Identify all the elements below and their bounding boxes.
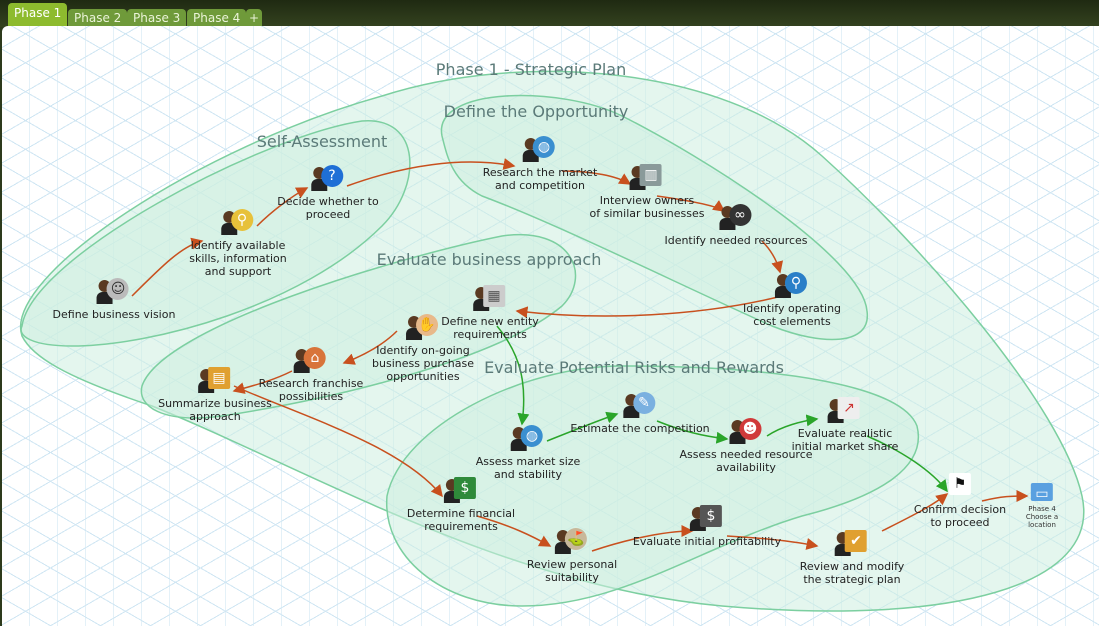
node-label: opportunities — [386, 370, 460, 383]
node-label: Assess market size — [475, 455, 581, 468]
node-label: and support — [204, 265, 272, 278]
binoculars-icon: ∞ — [718, 202, 751, 232]
checkered-flag-icon: ⚑ — [945, 471, 975, 501]
node-label: Determine financial — [406, 507, 516, 520]
document-icon: ✎ — [622, 390, 655, 420]
node-label: proceed — [305, 208, 351, 221]
phase-tab-bar: Phase 1 Phase 2 Phase 3 Phase 4 + — [0, 0, 1099, 27]
folder-icon: ▤ — [198, 365, 230, 395]
node-label: and competition — [495, 179, 585, 192]
region-approach — [140, 233, 577, 419]
money-icon: $ — [443, 475, 476, 505]
node-label: Evaluate initial profitability — [632, 535, 782, 548]
node-label: Phase 4 — [1028, 505, 1056, 513]
tab-phase-4[interactable]: Phase 4 — [187, 9, 247, 27]
node-label: Interview owners — [599, 194, 695, 207]
node-label: suitability — [545, 571, 599, 584]
add-tab-button[interactable]: + — [246, 9, 263, 27]
node-label: possibilities — [278, 390, 344, 403]
node-label: business purchase — [372, 357, 474, 370]
node-label: Confirm decision — [913, 503, 1007, 516]
region-title-risks: Evaluate Potential Risks and Rewards — [484, 358, 784, 377]
node-label: availability — [716, 461, 776, 474]
cash-icon: $ — [690, 503, 722, 533]
node-label: to proceed — [930, 516, 990, 529]
node-label: Evaluate realistic — [797, 427, 893, 440]
people-icon: ☻ — [729, 416, 761, 446]
node-label: Research the market — [482, 166, 598, 179]
node-label: of similar businesses — [589, 207, 705, 220]
globe-icon: ◍ — [522, 134, 555, 164]
node-label: Research franchise — [258, 377, 364, 390]
node-label: Identify needed resources — [664, 234, 808, 247]
node-label: Assess needed resource — [679, 448, 813, 461]
region-title-approach: Evaluate business approach — [376, 250, 602, 269]
node-label: Define new entity — [441, 315, 539, 328]
node-label: and stability — [494, 468, 562, 481]
node-label: the strategic plan — [803, 573, 901, 586]
node-label: Identify available — [190, 239, 286, 252]
region-title-self-assessment: Self-Assessment — [256, 132, 388, 151]
tab-phase-3[interactable]: Phase 3 — [127, 9, 187, 27]
node-initial-profitability[interactable]: $ Evaluate initial profitability — [633, 503, 781, 548]
tab-phase-2[interactable]: Phase 2 — [68, 9, 128, 27]
diagram-canvas: Phase 1 - Strategic Plan Self-Assessment… — [2, 26, 1099, 626]
businessman-icon: ☺ — [97, 276, 129, 306]
node-label: location — [1028, 521, 1056, 529]
handshake-icon: ✋ — [406, 312, 438, 342]
node-label: Review and modify — [799, 560, 905, 573]
node-estimate-competition[interactable]: ✎ Estimate the competition — [570, 390, 710, 435]
map-icon: ▭ — [1027, 481, 1057, 503]
node-label: initial market share — [791, 440, 899, 453]
magnifier-icon: ⚲ — [775, 270, 807, 300]
region-title-opportunity: Define the Opportunity — [443, 102, 629, 121]
globe-icon: ◍ — [510, 423, 543, 453]
golfer-icon: ⛳ — [555, 526, 587, 556]
node-label: Review personal — [526, 558, 618, 571]
node-define-vision[interactable]: ☺ Define business vision — [52, 276, 176, 321]
node-label: requirements — [453, 328, 527, 341]
node-label: Identify operating — [742, 302, 842, 315]
node-label: requirements — [424, 520, 498, 533]
node-label: skills, information — [189, 252, 287, 265]
building-icon: ▦ — [472, 283, 505, 313]
node-label: cost elements — [753, 315, 831, 328]
node-needed-resources[interactable]: ∞ Identify needed resources — [664, 202, 808, 247]
node-label: Decide whether to — [277, 195, 379, 208]
node-label: Define business vision — [52, 308, 176, 321]
node-label: Estimate the competition — [570, 422, 710, 435]
folder-check-icon: ✔ — [834, 528, 867, 558]
node-label: Choose a — [1025, 513, 1059, 521]
region-title-phase: Phase 1 - Strategic Plan — [435, 60, 627, 79]
node-label: approach — [189, 410, 241, 423]
node-label: Summarize business — [158, 397, 272, 410]
team-search-icon: ⚲ — [220, 207, 253, 237]
tab-phase-1[interactable]: Phase 1 — [8, 3, 68, 27]
chart-board-icon: ↗ — [828, 395, 860, 425]
buildings-icon: ▥ — [629, 162, 662, 192]
node-label: Identify on-going — [376, 344, 470, 357]
house-icon: ⌂ — [293, 345, 326, 375]
question-icon: ? — [310, 163, 343, 193]
